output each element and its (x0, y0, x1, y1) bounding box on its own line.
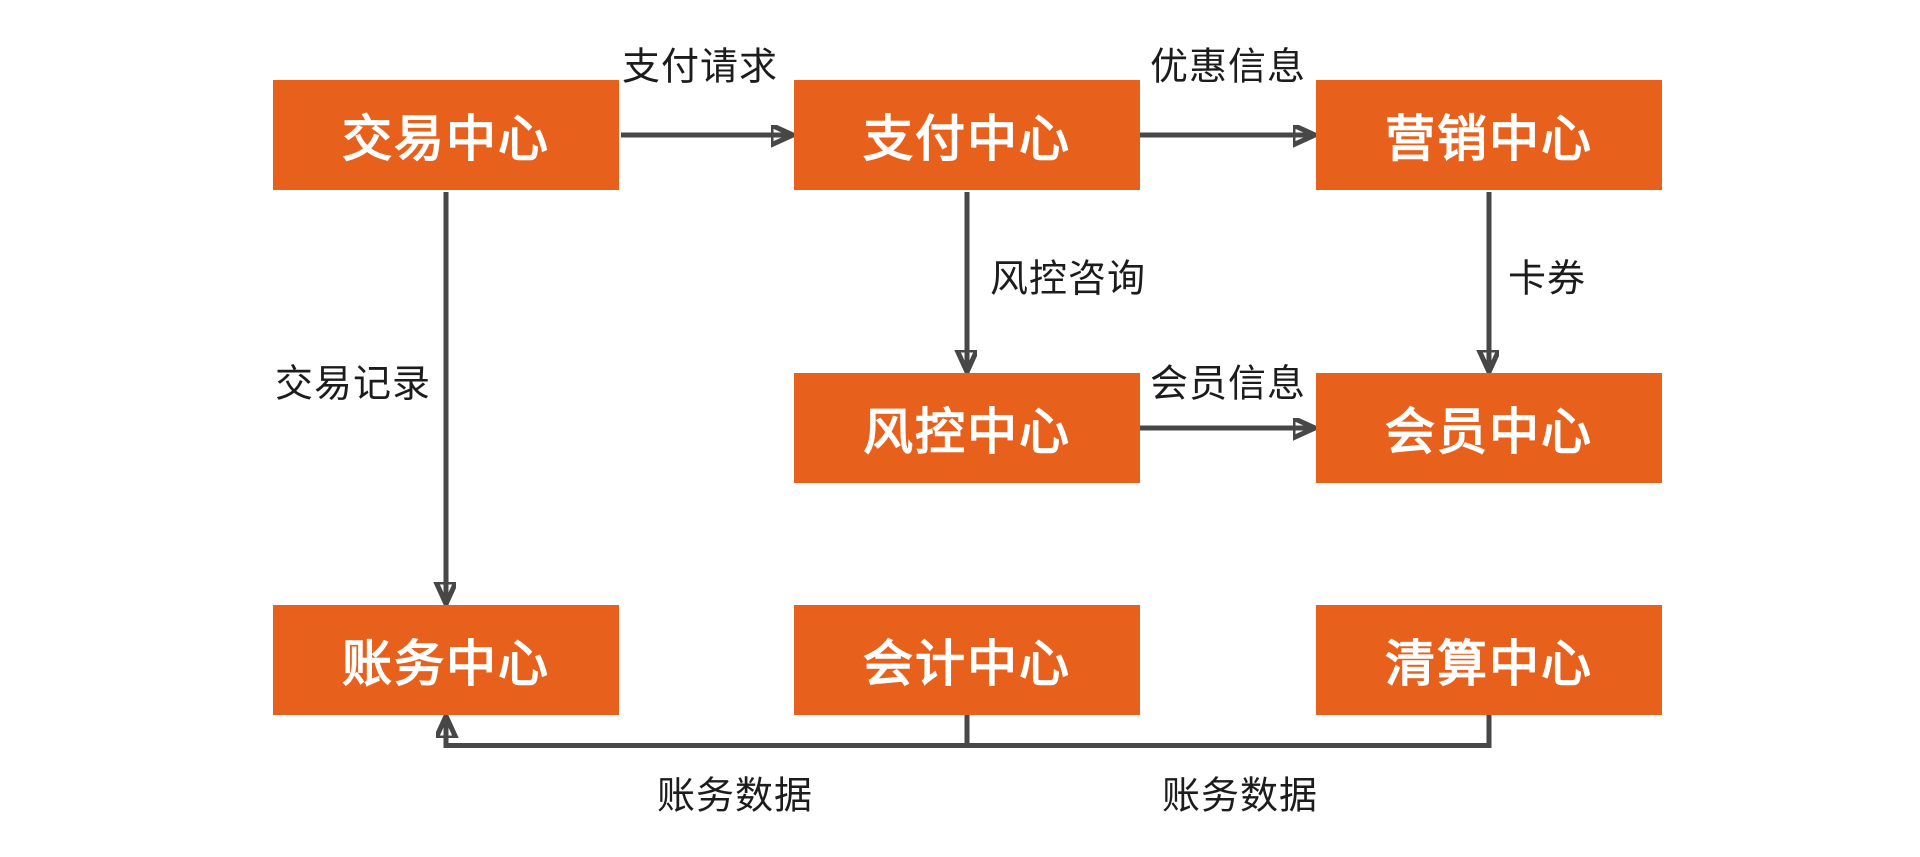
edge-label-transaction-record: 交易记录 (274, 363, 432, 406)
edge-label-risk-consult: 风控咨询 (989, 258, 1147, 301)
edge-label-member-info: 会员信息 (1149, 363, 1307, 406)
node-payment-center: 支付中心 (794, 80, 1140, 190)
node-trade-center: 交易中心 (273, 80, 619, 190)
node-accounting-center: 会计中心 (794, 605, 1140, 715)
edge-label-promo-info: 优惠信息 (1149, 46, 1307, 89)
arrow-clearing-to-billing (446, 713, 1492, 748)
edge-label-billing-data-left: 账务数据 (656, 775, 814, 818)
node-risk-control-center: 风控中心 (794, 373, 1140, 483)
node-marketing-center: 营销中心 (1316, 80, 1662, 190)
node-billing-center: 账务中心 (273, 605, 619, 715)
node-member-center: 会员中心 (1316, 373, 1662, 483)
edge-label-payment-request: 支付请求 (621, 46, 779, 89)
edge-label-billing-data-right: 账务数据 (1161, 775, 1319, 818)
edge-label-coupon: 卡券 (1507, 258, 1587, 301)
node-clearing-center: 清算中心 (1316, 605, 1662, 715)
